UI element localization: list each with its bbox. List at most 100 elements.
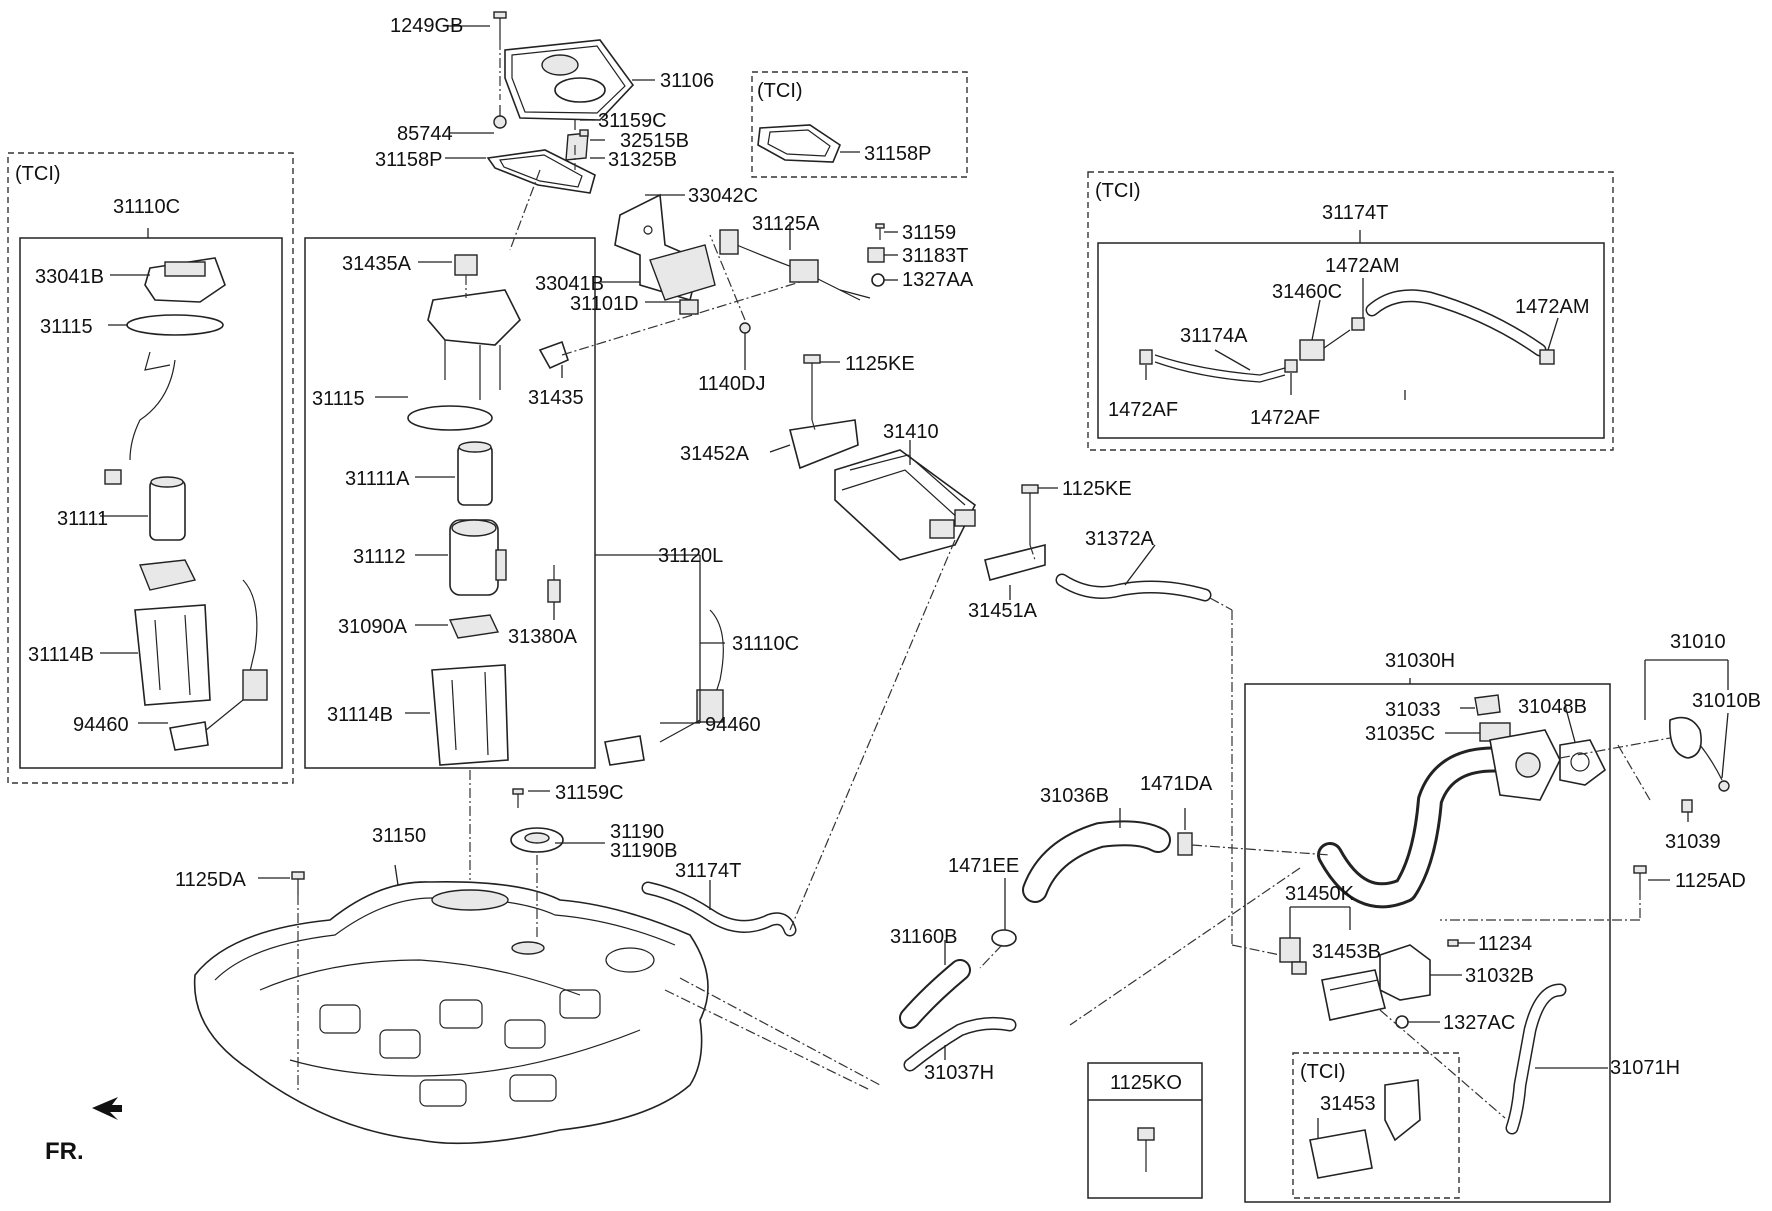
hose-31037H-icon xyxy=(903,1016,1017,1072)
connector-31435A-icon xyxy=(454,254,478,276)
washer-1327AC-icon xyxy=(1395,1015,1409,1029)
label-31039: 31039 xyxy=(1665,831,1721,853)
filter-31112-icon xyxy=(449,519,507,596)
filter-31453B-icon xyxy=(1321,969,1386,1021)
label-1125KE-1: 1125KE xyxy=(845,353,915,375)
screw-1249GB-icon xyxy=(493,11,507,40)
label-31190: 31190 xyxy=(610,821,664,843)
elbow-31435-icon xyxy=(538,340,569,370)
tci-bottom-dashed-frame xyxy=(1292,1052,1460,1199)
label-1249GB: 1249GB xyxy=(390,15,463,37)
label-11234: 11234 xyxy=(1478,933,1532,955)
label-31110C-mid: 31110C xyxy=(732,633,799,655)
label-31410: 31410 xyxy=(883,421,939,443)
label-1472AM-1: 1472AM xyxy=(1325,255,1400,277)
label-31453B: 31453B xyxy=(1312,941,1381,963)
label-31435A: 31435A xyxy=(342,253,412,275)
hose-31160B-icon xyxy=(899,959,971,1029)
label-31033: 31033 xyxy=(1385,699,1441,721)
clamp-1471EE-icon xyxy=(991,929,1017,947)
pump-assembly-frame xyxy=(304,237,596,769)
label-1125AD: 1125AD xyxy=(1675,870,1746,892)
label-1125DA: 1125DA xyxy=(175,869,246,891)
label-31101D: 31101D xyxy=(570,293,639,315)
part-labels: 1249GB 31106 85744 31159C 32515B 31158P … xyxy=(15,15,1761,1165)
label-31159C-bot: 31159C xyxy=(555,782,624,804)
fuel-cap-31010-icon xyxy=(1669,716,1730,792)
bolt-1125KO-frame xyxy=(1087,1062,1203,1199)
fitting-31450K-icon xyxy=(1279,937,1307,975)
pump-31111-icon xyxy=(149,476,186,541)
hose-31071H-icon xyxy=(1505,983,1567,1135)
clip-1472AF-2-icon xyxy=(1284,359,1298,373)
label-31150: 31150 xyxy=(372,825,426,847)
label-31120L: 31120L xyxy=(658,545,723,567)
label-1125KE-2: 1125KE xyxy=(1062,478,1132,500)
label-31460C: 31460C xyxy=(1272,281,1342,303)
label-31111: 31111 xyxy=(57,508,108,530)
label-31030H: 31030H xyxy=(1385,650,1455,672)
filler-neck-31030H-icon xyxy=(1317,729,1561,909)
label-31158P-main: 31158P xyxy=(375,149,442,171)
label-31115-mid: 31115 xyxy=(312,388,365,410)
label-31106: 31106 xyxy=(660,70,714,92)
tci-right-inner-frame xyxy=(1097,242,1605,439)
gasket-31115-left-icon xyxy=(126,314,224,336)
label-1327AA: 1327AA xyxy=(902,269,974,291)
label-tci-bottom: (TCI) xyxy=(1300,1061,1346,1083)
clip-1472AM-2-icon xyxy=(1539,349,1555,365)
label-31125A: 31125A xyxy=(752,213,820,235)
canister-31410-icon xyxy=(834,449,977,561)
label-31325B: 31325B xyxy=(608,149,677,171)
tci-left-inner-frame xyxy=(19,237,283,769)
label-31071H: 31071H xyxy=(1610,1057,1680,1079)
label-33042C: 33042C xyxy=(688,185,758,207)
label-1472AF-2: 1472AF xyxy=(1250,407,1320,429)
label-31114B-mid: 31114B xyxy=(327,704,393,726)
label-31036B: 31036B xyxy=(1040,785,1109,807)
label-tci-gasket: (TCI) xyxy=(757,80,803,102)
label-31114B-left: 31114B xyxy=(28,644,94,666)
label-31090A: 31090A xyxy=(338,616,408,638)
bolt-1140DJ-icon xyxy=(739,322,751,334)
label-31160B: 31160B xyxy=(890,926,957,948)
bracket-31451A-icon xyxy=(984,543,1046,581)
label-32515B: 32515B xyxy=(620,130,689,152)
reservoir-31114B-mid-icon xyxy=(431,664,509,766)
clip-1472AM-1-icon xyxy=(1351,317,1365,331)
label-31035C: 31035C xyxy=(1365,723,1435,745)
module-cover-33041B-left-icon xyxy=(144,257,226,303)
label-31450K: 31450K xyxy=(1285,883,1355,905)
screw-11234-icon xyxy=(1447,939,1459,947)
pump-31111A-icon xyxy=(457,441,493,506)
tci-left-dashed-frame xyxy=(7,152,294,784)
harness-left-icon xyxy=(104,351,176,485)
label-31159C-top: 31159C xyxy=(598,110,667,132)
label-1471EE: 1471EE xyxy=(948,855,1019,877)
label-1140DJ: 1140DJ xyxy=(698,373,765,395)
bolt-85744-icon xyxy=(493,105,507,129)
bracket-31032B-icon xyxy=(1379,944,1431,1001)
screw-31039-icon xyxy=(1681,799,1693,813)
label-31451A: 31451A xyxy=(968,600,1038,622)
label-33041B-main: 33041B xyxy=(535,273,604,295)
clip-31183T-icon xyxy=(867,247,885,263)
hose-31036B-icon xyxy=(1022,820,1171,903)
label-1125KO: 1125KO xyxy=(1110,1072,1182,1094)
valve-31460C-icon xyxy=(1299,329,1351,361)
clip-31033-icon xyxy=(1474,694,1501,716)
bolt-1125KE-lower-icon xyxy=(1021,484,1039,545)
label-31183T: 31183T xyxy=(902,245,968,267)
label-31435: 31435 xyxy=(528,387,584,409)
label-tci-right: (TCI) xyxy=(1095,180,1141,202)
bolt-1125AD-icon xyxy=(1633,865,1647,890)
label-31112: 31112 xyxy=(353,546,406,568)
bolt-31159C-bot-icon xyxy=(512,788,524,808)
pump-flange-icon xyxy=(427,289,521,400)
label-31380A: 31380A xyxy=(508,626,578,648)
tci-right-dashed-frame xyxy=(1087,171,1614,451)
label-31032B: 31032B xyxy=(1465,965,1534,987)
leader-lines xyxy=(100,25,1729,1138)
label-31158P-tci: 31158P xyxy=(864,143,931,165)
front-direction-arrow-icon xyxy=(92,1097,122,1120)
